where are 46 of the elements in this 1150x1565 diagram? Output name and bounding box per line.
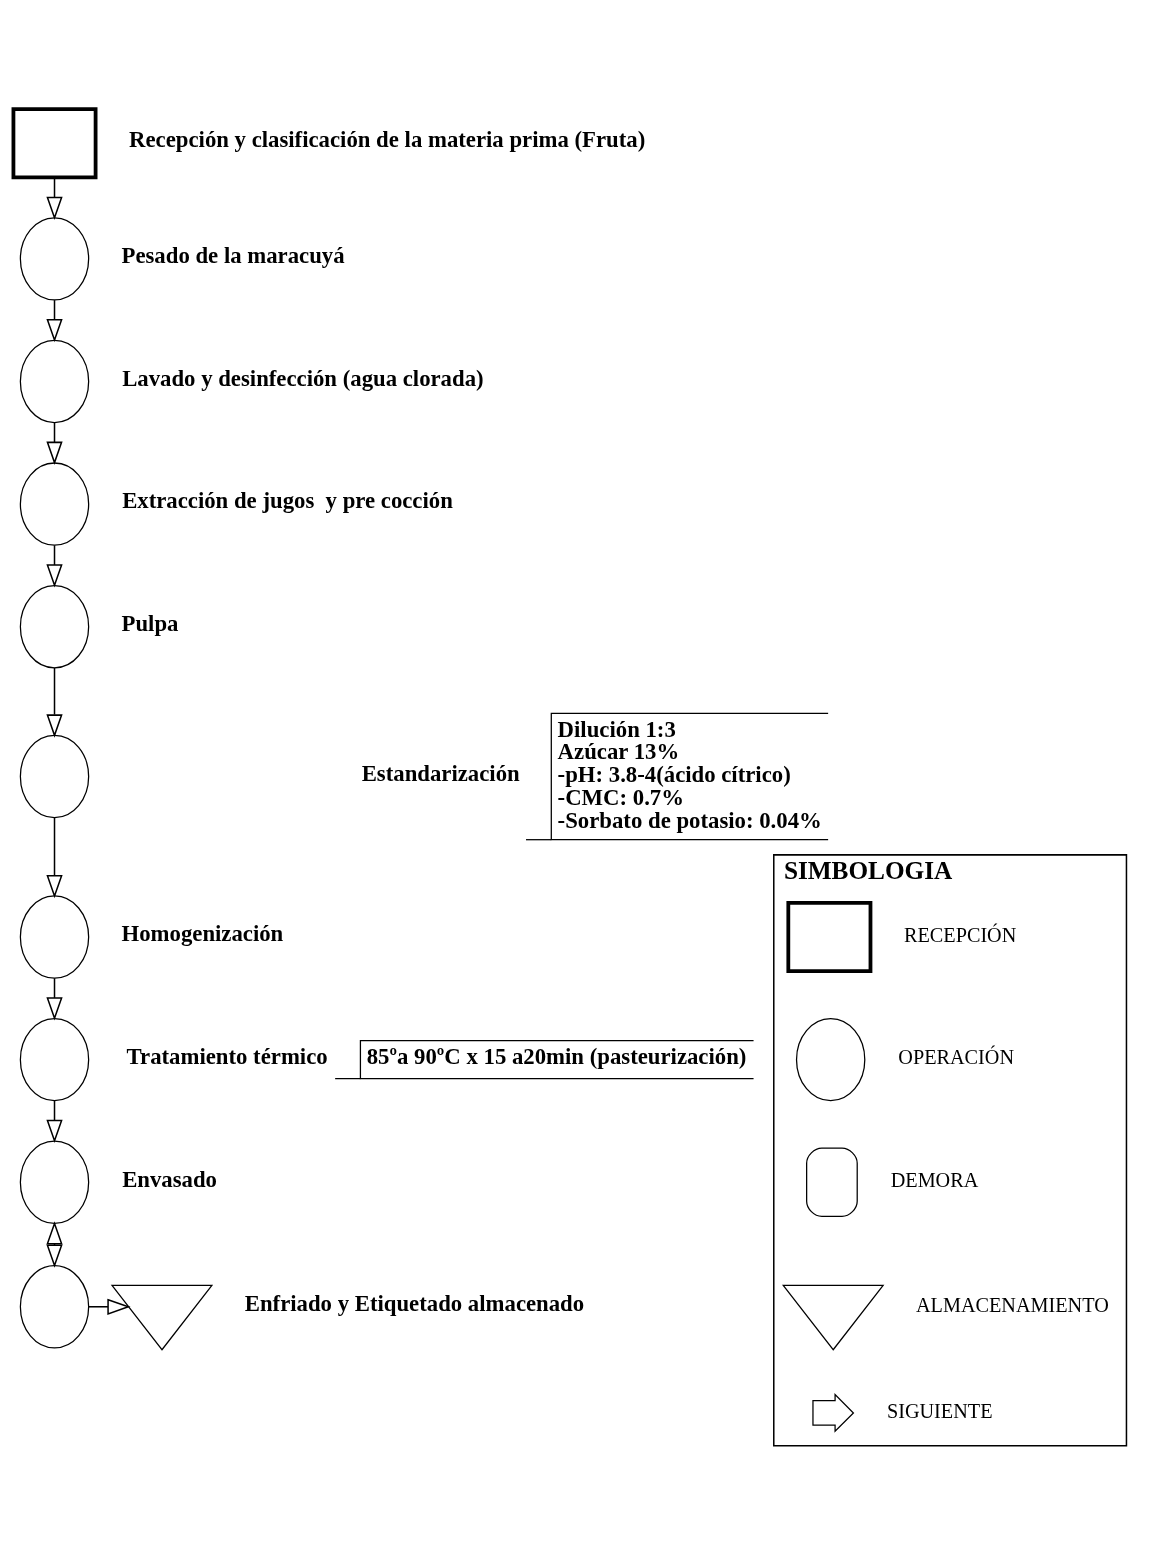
arrow <box>46 421 63 465</box>
node-label: OPERACIÓN <box>898 1046 1015 1069</box>
arrow <box>46 177 63 220</box>
node-circle <box>19 585 90 669</box>
node-label: Estandarización <box>361 760 520 786</box>
node-label: Pulpa <box>121 611 179 636</box>
arrow <box>46 1221 63 1268</box>
node-label: RECEPCIÓN <box>903 923 1017 946</box>
node-circle <box>19 1265 90 1349</box>
arrow <box>46 977 63 1021</box>
node-label: 85ºa 90ºC x 15 a20min (pasteurización) <box>366 1043 747 1069</box>
node-label: Enfriado y Etiquetado almacenado <box>244 1291 585 1317</box>
arrow <box>46 816 63 899</box>
node-label: Azúcar 13% <box>557 739 680 765</box>
node-label: SIGUIENTE <box>886 1399 993 1422</box>
node-label: -pH: 3.8-4(ácido cítrico) <box>557 762 791 788</box>
arrow <box>88 1298 131 1315</box>
node-label: Envasado <box>122 1166 217 1192</box>
node-triangle <box>110 1284 214 1351</box>
node-triangle <box>781 1284 885 1351</box>
node-label: -Sorbato de potasio: 0.04% <box>557 807 822 833</box>
node-box <box>11 107 98 180</box>
node-circle <box>795 1017 866 1102</box>
node-circle <box>19 1017 90 1102</box>
node-label: Lavado y desinfección (agua clorada) <box>122 365 484 391</box>
arrow <box>46 299 63 343</box>
arrow <box>46 544 63 588</box>
node-circle <box>19 1140 90 1224</box>
node-circle <box>19 217 90 301</box>
node-label: ALMACENAMIENTO <box>915 1293 1109 1316</box>
node-box <box>786 901 873 974</box>
node-label: Homogenización <box>121 921 284 947</box>
arrow <box>46 667 63 738</box>
arrow <box>46 1100 63 1144</box>
node-circle <box>19 734 90 819</box>
node-circle <box>19 462 90 546</box>
node-circle <box>19 895 90 979</box>
node-arrow <box>812 1393 855 1433</box>
node-circle <box>19 339 90 424</box>
node-label: DEMORA <box>890 1169 979 1192</box>
node-label: Dilución 1:3 <box>557 716 676 742</box>
node-delay <box>806 1147 858 1218</box>
node-label: Tratamiento térmico <box>126 1043 328 1069</box>
node-label: Extracción de jugos y pre cocción <box>122 488 453 514</box>
node-label: Pesado de la maracuyá <box>121 243 345 269</box>
node-label: Recepción y clasificación de la materia prima (Fruta) <box>129 127 646 153</box>
